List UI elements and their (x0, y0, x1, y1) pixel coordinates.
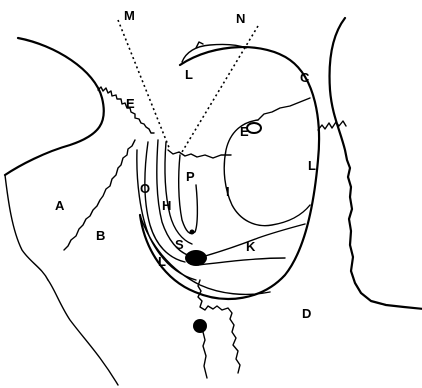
line-lower-k (198, 258, 285, 265)
dotted-line-m (118, 20, 170, 150)
label-h: H (162, 198, 171, 213)
right-outer-boundary (330, 18, 422, 309)
label-m: M (124, 8, 135, 23)
small-foramen-ring (247, 123, 261, 133)
structure-i-outline (224, 120, 310, 226)
left-mass-lower-outline (5, 175, 48, 280)
label-e-right: E (240, 124, 249, 139)
label-c: C (300, 70, 310, 85)
structure-e-channel (258, 98, 310, 120)
label-s: S (175, 237, 184, 252)
right-wavy-connector (318, 121, 346, 130)
dark-mass-s (185, 250, 207, 266)
label-l-bottom: L (158, 254, 166, 269)
label-p: P (186, 169, 195, 184)
label-l-right: L (308, 158, 316, 173)
label-i: I (226, 184, 230, 199)
structure-p-stem (179, 155, 198, 234)
bottom-nodule-stalk (203, 332, 207, 378)
label-o: O (140, 181, 150, 196)
label-b: B (96, 228, 105, 243)
structure-p-top (168, 150, 231, 158)
label-k: K (246, 239, 256, 254)
label-e-left: E (126, 96, 135, 111)
boundary-a-lower (48, 280, 118, 385)
small-dot-near-h (190, 230, 195, 235)
label-n: N (236, 11, 245, 26)
label-d: D (302, 306, 311, 321)
left-mass-outline (5, 38, 104, 175)
bottom-nodule (193, 319, 207, 333)
label-a: A (55, 198, 65, 213)
label-l-top: L (185, 67, 193, 82)
